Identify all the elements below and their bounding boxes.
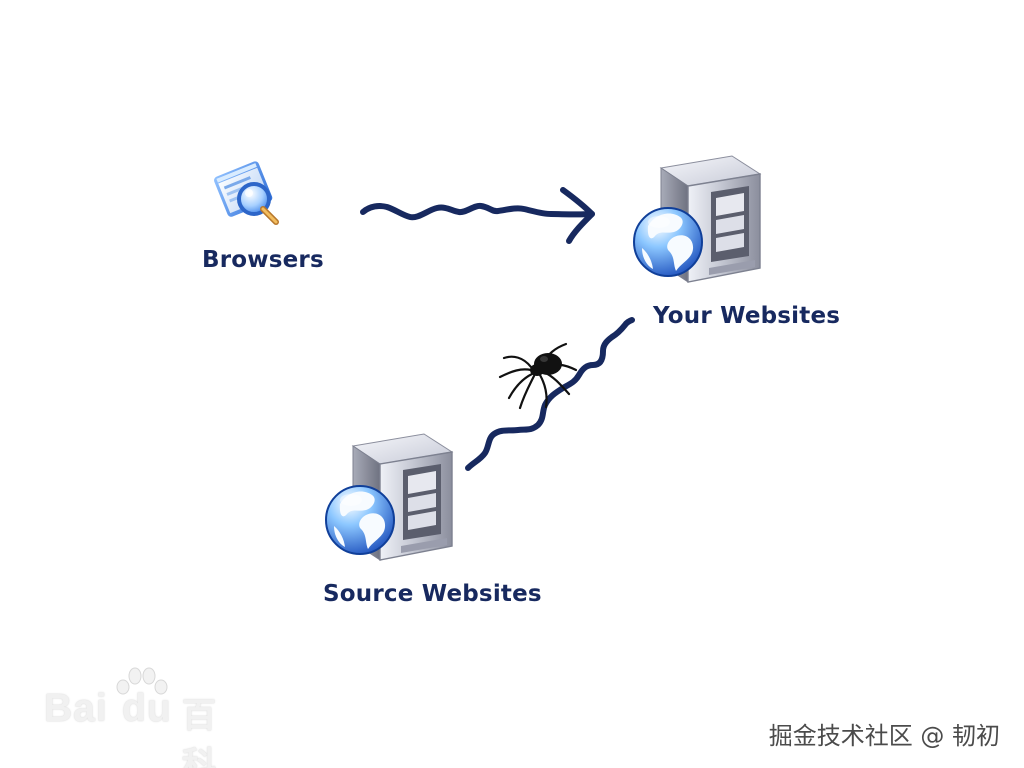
watermark-du-text: du — [122, 687, 172, 730]
watermark-bai-text: Bai — [44, 687, 108, 730]
browsers-label: Browsers — [202, 247, 324, 273]
browser-to-website-arrow — [360, 202, 595, 221]
watermark-baike-text: 百科 — [182, 697, 217, 768]
paw-logo-icon — [116, 667, 168, 695]
your-websites-label: Your Websites — [653, 303, 841, 329]
server-globe-icon — [630, 150, 770, 288]
spider-icon — [488, 336, 580, 416]
browser-magnifier-icon — [208, 158, 284, 230]
arrow-head — [560, 187, 595, 244]
juejin-watermark: 掘金技术社区 @ 韧初 — [768, 722, 1000, 750]
source-websites-label: Source Websites — [323, 581, 542, 607]
server-globe-icon — [322, 428, 462, 566]
baidu-baike-watermark: Bai du 百科 — [44, 665, 250, 768]
